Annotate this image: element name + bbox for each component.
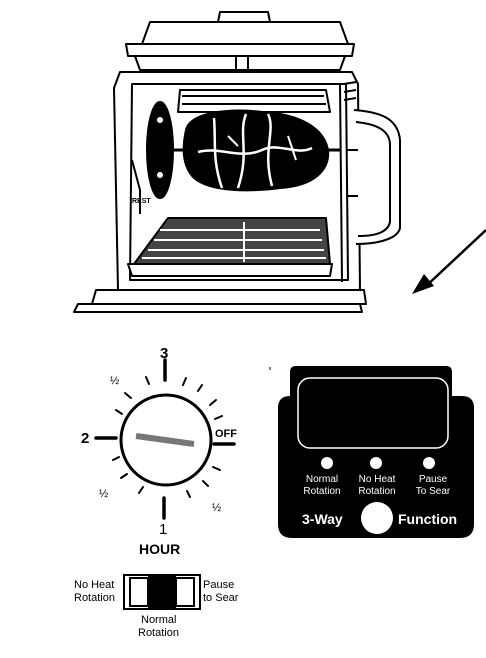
timer-label-off: OFF [215,428,237,440]
timer-label-half-right: ½ [212,502,221,514]
knob-pointer [135,433,195,447]
indicator-light-normal [321,457,333,469]
pointer-arrow [412,229,486,294]
timer-label-2: 2 [81,430,89,447]
panel-option1-line2: Rotation [303,486,340,497]
switch-left-label-line2: Rotation [74,592,115,604]
timer-label-1: 1 [159,521,167,538]
switch-bottom-label-line2: Rotation [138,627,179,639]
switch-left-label-line1: No Heat [74,579,114,591]
panel-display-window [297,377,449,449]
rest-bracket [131,159,141,214]
panel-label-3way: 3-Way [302,511,343,527]
switch-position-pause[interactable] [175,577,195,607]
heating-element [177,89,331,113]
switch-position-normal[interactable] [148,576,176,608]
indicator-light-pause [423,457,435,469]
switch-right-label-line1: Pause [203,579,234,591]
oven-lid [125,11,355,71]
timer-label-half-left: ½ [99,488,108,500]
timer-label-hour: HOUR [139,541,180,557]
minor-ticks [112,376,223,498]
panel-option3-line2: To Sear [416,486,451,497]
rest-label: REST [132,198,151,205]
panel-option3-line1: Pause [419,474,448,485]
timer-label-half-top: ½ [110,375,119,387]
roast-meat [182,109,340,192]
panel-option1-line1: Normal [306,474,338,485]
panel-option2-line2: Rotation [358,486,395,497]
spit-wheel [146,101,190,199]
switch-bottom-label-line1: Normal [141,614,176,626]
panel-label-function: Function [398,511,457,527]
indicator-light-no-heat [370,457,382,469]
panel-option2-line1: No Heat [359,474,396,485]
timer-label-3: 3 [160,345,168,362]
switch-right-label-line2: to Sear [203,592,239,604]
function-button[interactable] [361,502,393,534]
